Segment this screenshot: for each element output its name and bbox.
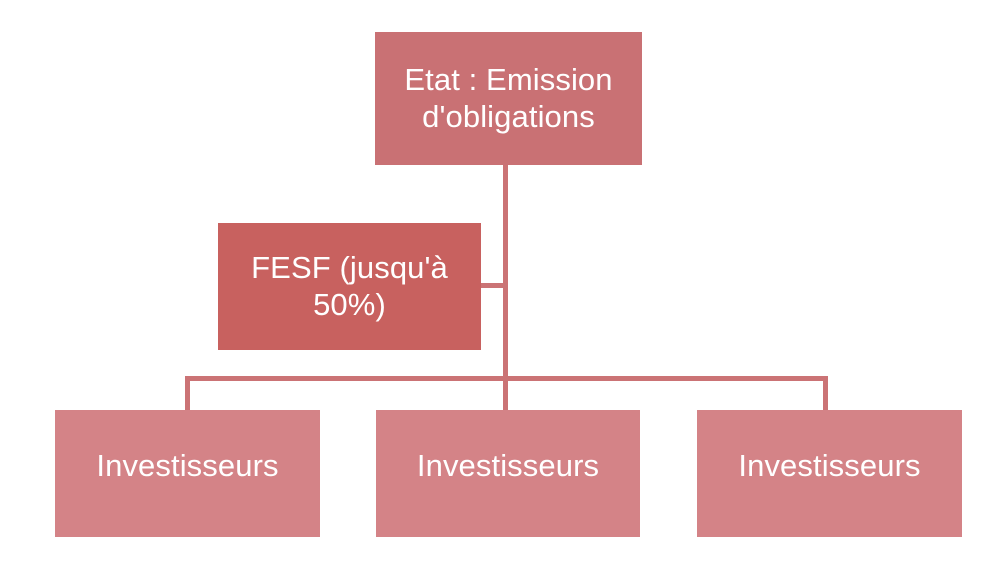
connector-fesf-stub [481,283,507,288]
node-state-bond-issuance: Etat : Emission d'obligations [375,32,642,165]
connector-drop-right [823,376,828,410]
node-investor-3: Investisseurs [697,410,962,537]
node-investor-1: Investisseurs [55,410,320,537]
connector-distribution-bar [185,376,828,381]
connector-drop-left [185,376,190,410]
node-investor-2: Investisseurs [376,410,640,537]
node-fesf-guarantee: FESF (jusqu'à 50%) [218,223,481,350]
